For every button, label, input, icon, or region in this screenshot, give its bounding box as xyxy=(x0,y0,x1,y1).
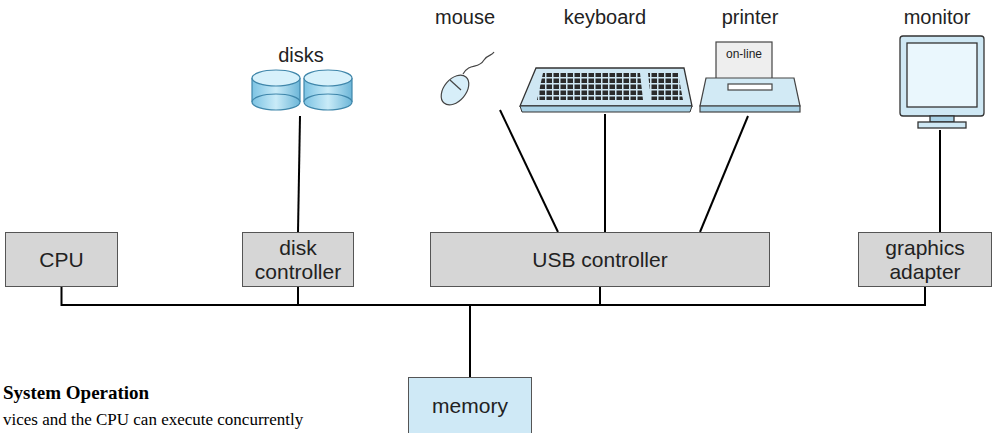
mouse-icon xyxy=(436,52,494,110)
disk-icon xyxy=(252,70,352,110)
memory-box: memory xyxy=(408,377,532,433)
device-label: printer xyxy=(695,6,805,28)
keyboard-icon xyxy=(520,68,692,112)
cpu-box: CPU xyxy=(5,232,118,287)
device-label: keyboard xyxy=(515,6,695,28)
cable-line xyxy=(604,114,606,232)
mouse-device: mouse xyxy=(425,2,505,110)
section-heading: System Operation xyxy=(3,382,149,404)
bus-line xyxy=(298,287,470,377)
monitor-device: monitor xyxy=(888,2,986,130)
printer-device: printer on-line xyxy=(695,2,805,116)
bus-line xyxy=(62,287,471,377)
device-label: monitor xyxy=(888,6,986,28)
cable-line xyxy=(298,116,300,232)
controller-box: disk controller xyxy=(242,232,354,287)
bus-line xyxy=(470,287,925,377)
monitor-icon xyxy=(900,36,984,128)
printer-icon xyxy=(700,42,800,112)
body-text: vices and the CPU can execute concurrent… xyxy=(3,410,303,430)
cable-line xyxy=(700,116,748,232)
box-label: USB controller xyxy=(532,248,667,271)
adapter-box: graphics adapter xyxy=(858,232,992,287)
cable-line xyxy=(939,130,941,232)
box-label: graphics adapter xyxy=(864,236,986,282)
disk-device: disks xyxy=(240,40,362,116)
status-text: on-line xyxy=(716,48,772,61)
box-label: CPU xyxy=(39,248,83,271)
box-label: memory xyxy=(432,394,508,417)
device-label: mouse xyxy=(425,6,505,28)
bus-line xyxy=(470,287,600,377)
controller-box: USB controller xyxy=(430,232,770,287)
box-label: disk controller xyxy=(248,236,348,282)
cable-line xyxy=(500,110,558,232)
device-label: disks xyxy=(240,44,362,66)
keyboard-device: keyboard xyxy=(515,2,695,114)
